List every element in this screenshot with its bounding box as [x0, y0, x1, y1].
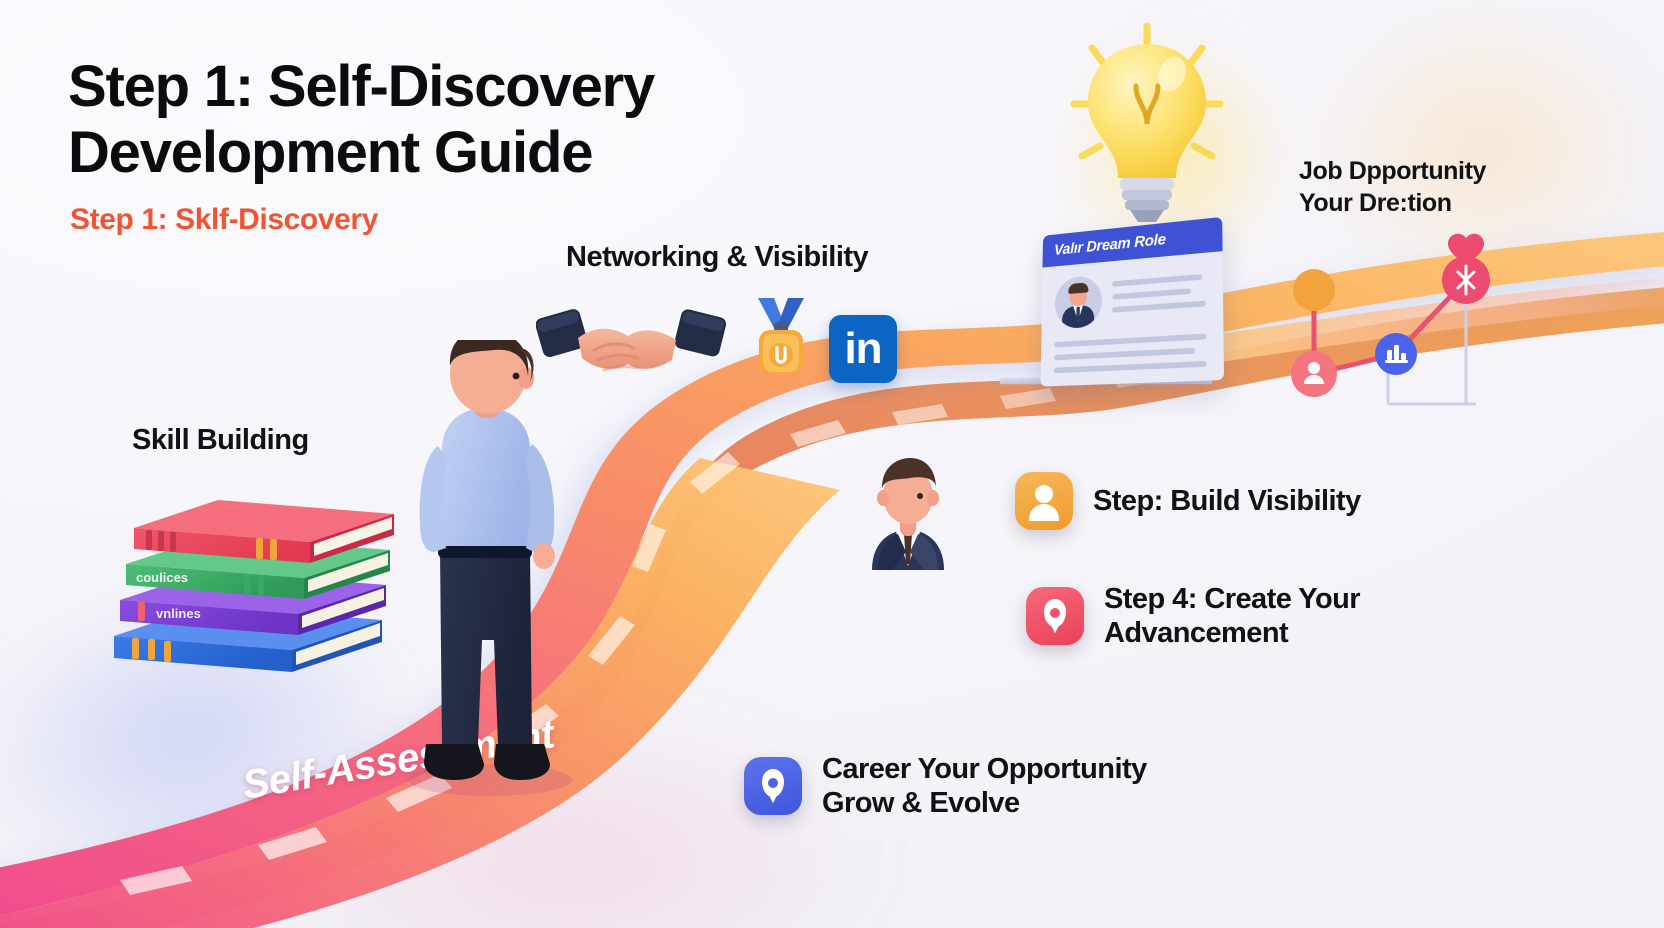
resume-text-line	[1112, 273, 1203, 287]
book-stack-illustration: vnlines coulices	[96, 468, 396, 678]
book-title-purple: vnlines	[156, 606, 201, 621]
chart-node-orange	[1293, 269, 1335, 311]
location-pin-icon	[744, 757, 802, 816]
step-item-build-visibility[interactable]: Step: Build Visibility	[1015, 472, 1361, 530]
resume-avatar	[1054, 274, 1103, 330]
network-chart-illustration	[1270, 232, 1530, 422]
career-path-road	[0, 190, 1664, 928]
step-item-create-advancement[interactable]: Step 4: Create Your Advancement	[1026, 582, 1361, 650]
linkedin-icon[interactable]: in	[829, 315, 897, 383]
resume-text-line	[1112, 288, 1192, 300]
step-item-label: Step 4: Create Your Advancement	[1104, 583, 1361, 650]
label-skill-building: Skill Building	[132, 424, 309, 456]
page-title: Step 1: Self-Discovery Development Guide	[68, 54, 655, 186]
linkedin-label: in	[844, 324, 882, 373]
book-title-green: coulices	[136, 570, 188, 585]
resume-text-line	[1112, 300, 1207, 313]
handshake-icon	[535, 298, 727, 408]
standing-person-illustration	[398, 329, 588, 810]
lightbulb-icon	[1052, 20, 1242, 230]
step-item-label: Step: Build Visibility	[1093, 484, 1361, 517]
resume-text-line	[1054, 333, 1207, 348]
dream-role-resume-card: Valır Dream Role	[1040, 216, 1224, 387]
chart-node-heart	[1448, 233, 1484, 264]
step-item-career-opportunity[interactable]: Career Your Opportunity Grow & Evolve	[744, 752, 1147, 820]
businessman-avatar	[848, 448, 968, 570]
label-job-opportunity: Job Dpportunity Your Dre:tion	[1299, 157, 1487, 217]
location-pin-icon	[1026, 587, 1084, 646]
person-icon	[1015, 472, 1073, 530]
resume-text-line	[1053, 360, 1207, 374]
label-networking-visibility: Networking & Visibility	[566, 241, 869, 273]
medal-icon	[750, 298, 812, 374]
step-item-label: Career Your Opportunity Grow & Evolve	[822, 753, 1147, 820]
resume-text-line	[1054, 347, 1196, 361]
page-subtitle: Step 1: Sklf-Discovery	[70, 203, 378, 236]
